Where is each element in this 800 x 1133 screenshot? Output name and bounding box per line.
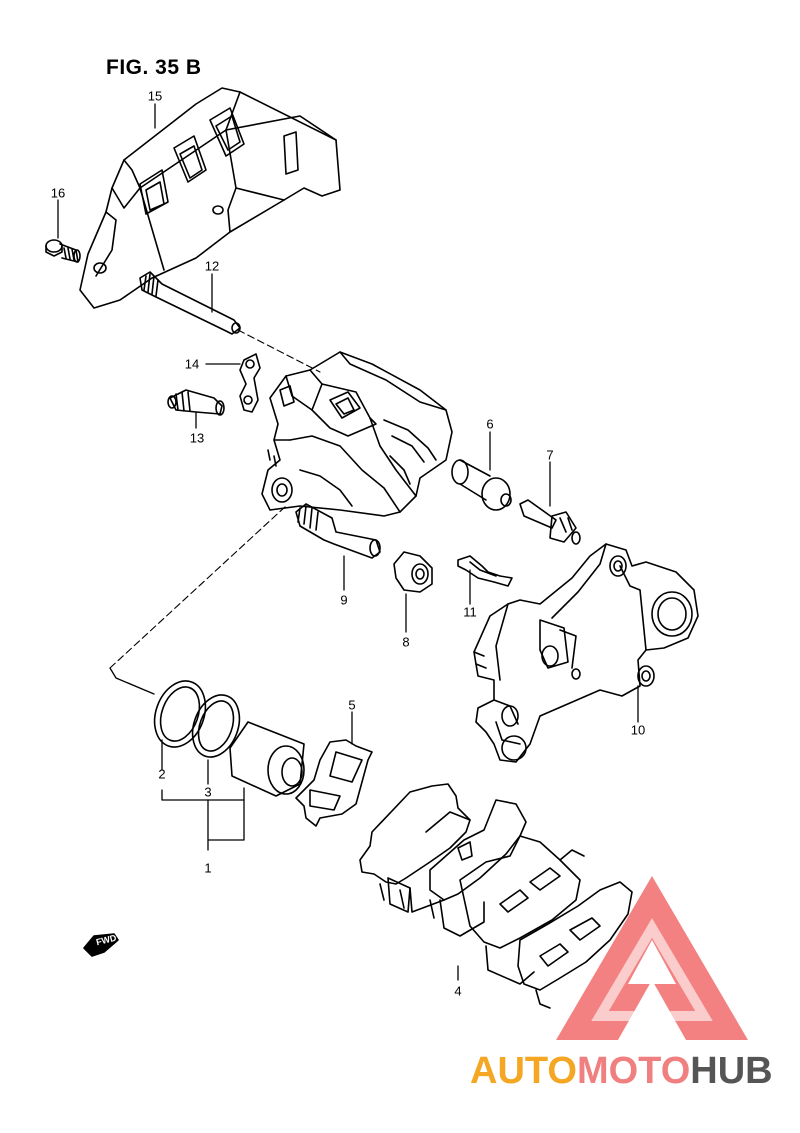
pin-drawing [139,271,241,335]
piston-seal-drawing [153,680,207,748]
part-number-16: 16 [50,185,66,201]
slide-pin-drawing [295,503,381,559]
part-number-13: 13 [189,430,205,446]
forward-arrow-icon [83,933,119,957]
part-number-8: 8 [402,634,410,650]
watermark-triangle-icon [556,876,748,1040]
clip-drawing [239,353,261,413]
caliper-body-drawing [261,351,453,517]
boot-drawing [393,551,433,593]
brake-pads-drawing [359,783,633,1009]
part-number-15: 15 [147,88,163,104]
caliper-guard-drawing [79,87,341,309]
part-number-1: 1 [204,860,212,876]
figure-title: FIG. 35 B [106,56,202,79]
bracket-drawing [473,543,699,763]
part-number-5: 5 [348,697,356,713]
part-number-2: 2 [158,766,166,782]
watermark-text-hub: HUB [690,1050,773,1092]
watermark-text-auto: AUTO [470,1050,577,1092]
part-number-3: 3 [204,784,212,800]
watermark-text: AUTOMOTOHUB [470,1050,773,1093]
assembly-dash-lines [109,329,321,669]
part-number-6: 6 [486,416,494,432]
part-number-4: 4 [454,983,462,999]
spring-drawing [457,555,513,587]
part-number-10: 10 [630,722,646,738]
bleeder-valve-drawing [167,389,225,416]
bolt-drawing [519,499,581,545]
dust-seal-drawing [191,694,241,758]
leader-lines [57,103,639,981]
part-number-9: 9 [340,592,348,608]
bush-drawing [451,459,512,511]
part-number-12: 12 [204,258,220,274]
part-number-11: 11 [463,604,477,620]
shim-drawing [295,739,373,827]
watermark-text-moto: MOTO [576,1050,691,1092]
part-number-14: 14 [184,356,200,372]
piston-drawing [229,721,305,797]
screw-drawing [45,239,81,263]
part-number-7: 7 [546,447,554,463]
